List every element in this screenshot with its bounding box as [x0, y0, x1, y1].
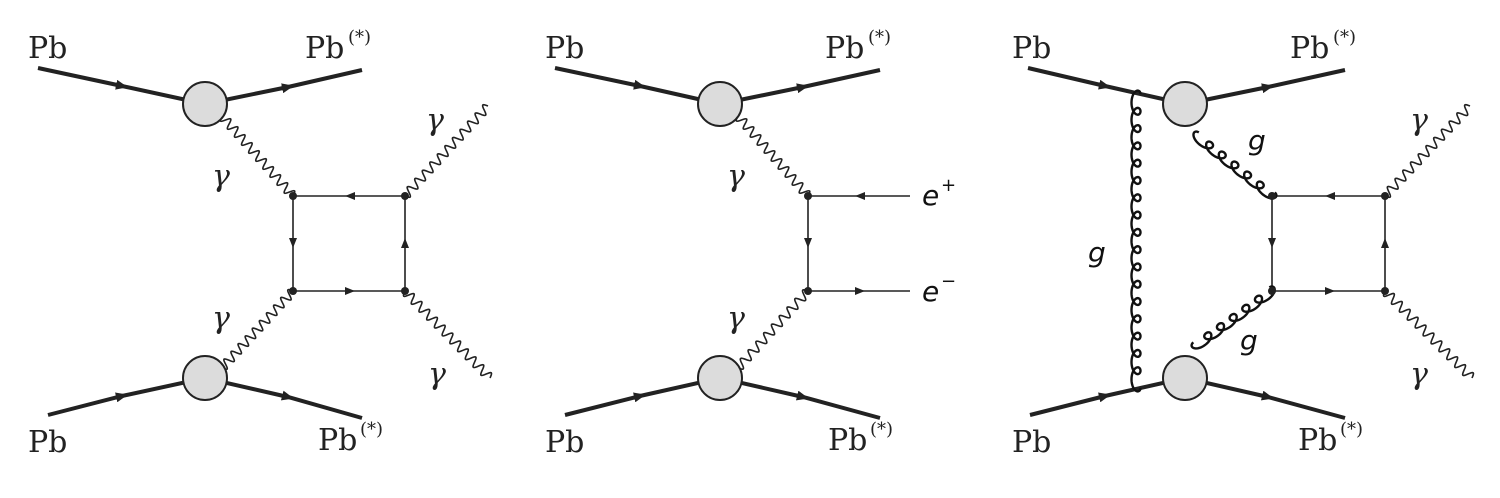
label-pb-out-top: Pb — [825, 31, 864, 66]
label-photon-bottom: γ — [212, 301, 230, 336]
label-out-photon-bottom: γ — [428, 357, 446, 392]
diagram-3: Pb Pb (*) Pb Pb (*) g g g γ γ — [1012, 27, 1475, 460]
photon-lines-1 — [219, 103, 493, 379]
vertices-1 — [289, 192, 409, 295]
lepton-lines-2 — [804, 192, 910, 295]
form-factor-blob-top — [1162, 81, 1208, 127]
label-pb-in-top: Pb — [1012, 31, 1051, 66]
label-pb-out-top: Pb — [1290, 31, 1329, 66]
label-photon-top: γ — [727, 159, 745, 194]
form-factor-blob-top — [697, 81, 743, 127]
label-pb-out-bottom-excited: (*) — [360, 419, 383, 440]
label-positron: e — [922, 179, 939, 212]
label-out-photon-bottom: γ — [1410, 357, 1428, 392]
vertices-3 — [1268, 192, 1389, 295]
form-factor-blob-bottom — [182, 355, 228, 401]
vertices-2 — [804, 192, 812, 295]
label-pb-out-bottom: Pb — [1298, 423, 1337, 458]
label-pb-in-bottom: Pb — [28, 425, 67, 460]
label-pb-out-bottom: Pb — [828, 423, 867, 458]
label-out-photon-top: γ — [1410, 103, 1428, 138]
photon-lines-2 — [735, 115, 811, 371]
label-gluon-top: g — [1248, 124, 1266, 157]
label-pb-out-top-excited: (*) — [348, 27, 371, 48]
label-pb-in-top: Pb — [545, 31, 584, 66]
label-pb-out-bottom: Pb — [318, 423, 357, 458]
label-pb-out-top: Pb — [305, 31, 344, 66]
label-gluon-bottom: g — [1240, 324, 1258, 357]
lead-lines-3 — [1027, 66, 1346, 420]
label-pb-out-bottom-excited: (*) — [1340, 419, 1363, 440]
label-electron-charge: − — [941, 271, 956, 292]
gluon-lines-3 — [1130, 89, 1278, 393]
form-factor-blob-bottom — [697, 355, 743, 401]
photon-lines-3 — [1382, 103, 1475, 379]
label-pb-out-top-excited: (*) — [868, 27, 891, 48]
diagram-2: Pb Pb (*) Pb Pb (*) γ γ e + e − — [545, 27, 956, 460]
label-pb-out-top-excited: (*) — [1333, 27, 1356, 48]
quark-loop-1 — [289, 192, 409, 295]
label-pb-out-bottom-excited: (*) — [870, 419, 893, 440]
label-pb-in-bottom: Pb — [545, 425, 584, 460]
label-photon-top: γ — [212, 159, 230, 194]
label-electron: e — [922, 275, 939, 308]
label-gluon-exchange: g — [1088, 236, 1106, 269]
form-factor-blob-bottom — [1162, 355, 1208, 401]
lead-lines-2 — [554, 66, 881, 420]
diagram-1: Pb Pb (*) Pb Pb (*) γ γ γ γ — [28, 27, 493, 460]
label-pb-in-bottom: Pb — [1012, 425, 1051, 460]
quark-loop-3 — [1268, 192, 1389, 295]
label-pb-in-top: Pb — [28, 31, 67, 66]
lead-lines-1 — [37, 66, 363, 420]
label-out-photon-top: γ — [426, 103, 444, 138]
label-positron-charge: + — [941, 175, 956, 196]
label-photon-bottom: γ — [727, 301, 745, 336]
form-factor-blob-top — [182, 81, 228, 127]
